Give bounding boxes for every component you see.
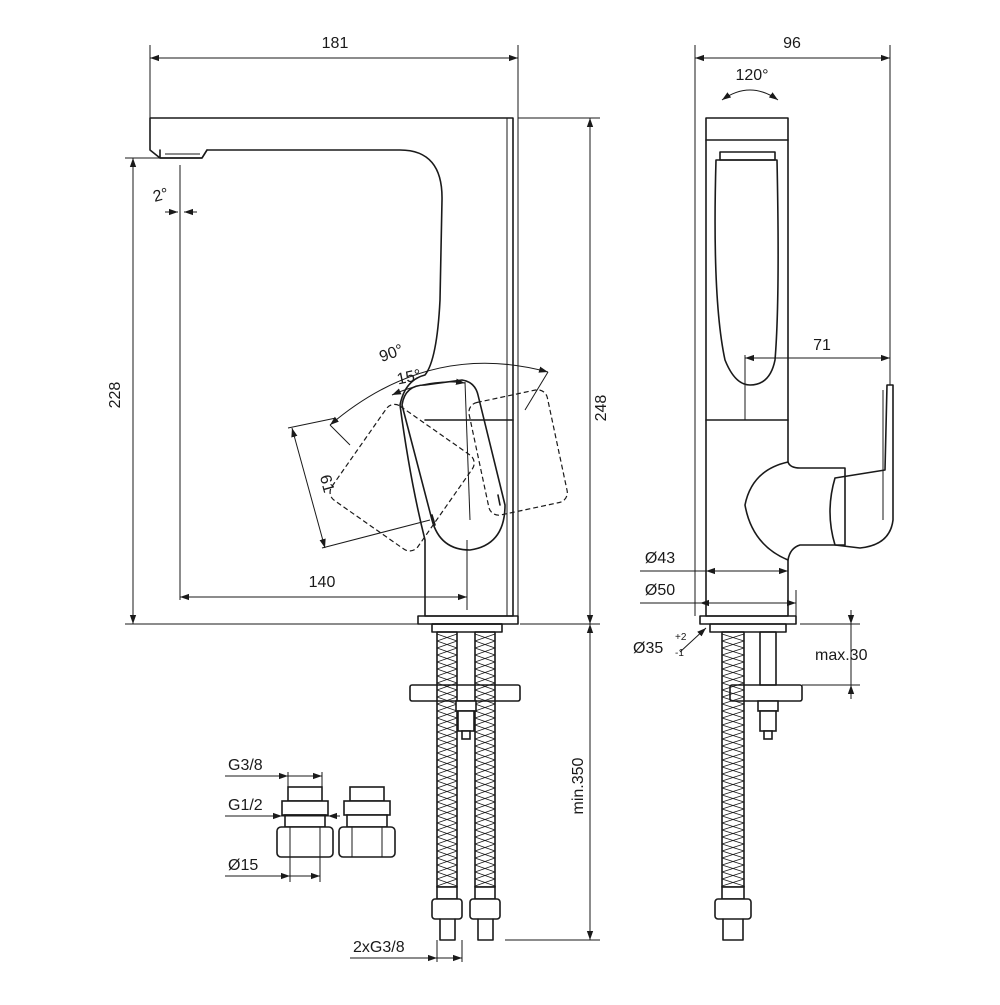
lever-mark-1 — [431, 514, 436, 526]
lever-right-position — [468, 389, 568, 516]
dim-90-arc — [329, 362, 549, 426]
label-hose-thread: 2xG3/8 — [353, 939, 405, 956]
front-body-outline — [149, 117, 514, 617]
side-spout-window — [714, 159, 779, 386]
fitting-left — [276, 786, 334, 858]
label-120: 120° — [735, 67, 768, 84]
label-140: 140 — [309, 574, 336, 591]
side-nut — [714, 898, 752, 920]
side-clamp — [729, 684, 803, 702]
lever-mark-2 — [497, 494, 501, 506]
label-61: 61 — [316, 473, 337, 495]
label-96: 96 — [783, 35, 801, 52]
fitting-right — [338, 786, 396, 858]
aerator — [159, 149, 208, 159]
side-aerator — [719, 151, 776, 161]
label-228: 228 — [107, 382, 124, 409]
fitting-right-mid — [346, 814, 388, 828]
hose-nut-right-base — [477, 918, 494, 941]
hose-ferrule-left — [436, 886, 458, 900]
label-2deg: 2° — [151, 185, 170, 205]
lever-center-line — [464, 381, 471, 521]
label-90: 90° — [377, 342, 406, 366]
hose-nut-left-base — [439, 918, 456, 941]
label-d43: Ø43 — [645, 550, 675, 567]
bolt-end — [461, 730, 471, 740]
side-lever — [829, 384, 894, 549]
label-g38: G3/8 — [228, 757, 263, 774]
side-view — [699, 117, 894, 941]
front-hoses — [436, 631, 496, 888]
side-nut-base — [722, 918, 744, 941]
label-15: 15° — [395, 367, 422, 389]
hose-nut-left — [431, 898, 463, 920]
clamp-plate — [409, 684, 521, 702]
fitting-right-thread — [349, 786, 385, 802]
fitting-right-nut — [338, 826, 396, 858]
label-tol-minus: -1 — [675, 648, 684, 659]
fitting-right-collar — [343, 800, 391, 816]
fitting-left-nut — [276, 826, 334, 858]
base-plate — [417, 615, 519, 625]
fitting-left-collar — [281, 800, 329, 816]
label-d15: Ø15 — [228, 857, 258, 874]
fitting-left-thread — [287, 786, 323, 802]
dim-35-leader — [679, 627, 707, 653]
bolt-nut — [457, 710, 475, 732]
fitting-left-mid — [284, 814, 326, 828]
dimension-lines — [125, 45, 891, 962]
side-ferrule — [721, 886, 745, 900]
label-min350: min.350 — [570, 757, 587, 814]
side-bolt-end — [763, 730, 773, 740]
label-g12: G1/2 — [228, 797, 263, 814]
lever-left-position — [329, 403, 475, 552]
label-d35: Ø35 — [633, 640, 663, 657]
label-max30: max.30 — [815, 647, 868, 664]
lever-handle — [401, 379, 506, 551]
dim-15-arc — [391, 378, 466, 396]
dim-61-line — [291, 427, 326, 549]
side-base-plate — [699, 615, 797, 625]
side-body-outline — [705, 117, 846, 617]
dimension-labels: 181 96 120° 2° 228 248 90° 15° 61 140 71… — [107, 35, 868, 956]
label-d50: Ø50 — [645, 582, 675, 599]
bolt-washer — [455, 700, 477, 712]
side-base-ring — [709, 623, 787, 633]
hose-ferrule-right — [474, 886, 496, 900]
label-248: 248 — [593, 395, 610, 422]
label-71: 71 — [813, 337, 831, 354]
side-bolt-washer — [757, 700, 779, 712]
side-bolt-shaft — [759, 631, 777, 686]
fittings — [276, 786, 396, 858]
label-181: 181 — [322, 35, 349, 52]
side-lever-dome — [744, 461, 789, 561]
side-bolt-nut — [759, 710, 777, 732]
dim-120-arc — [721, 89, 779, 101]
hose-nut-right — [469, 898, 501, 920]
base-ring — [431, 623, 503, 633]
label-tol-plus: +2 — [675, 632, 687, 643]
